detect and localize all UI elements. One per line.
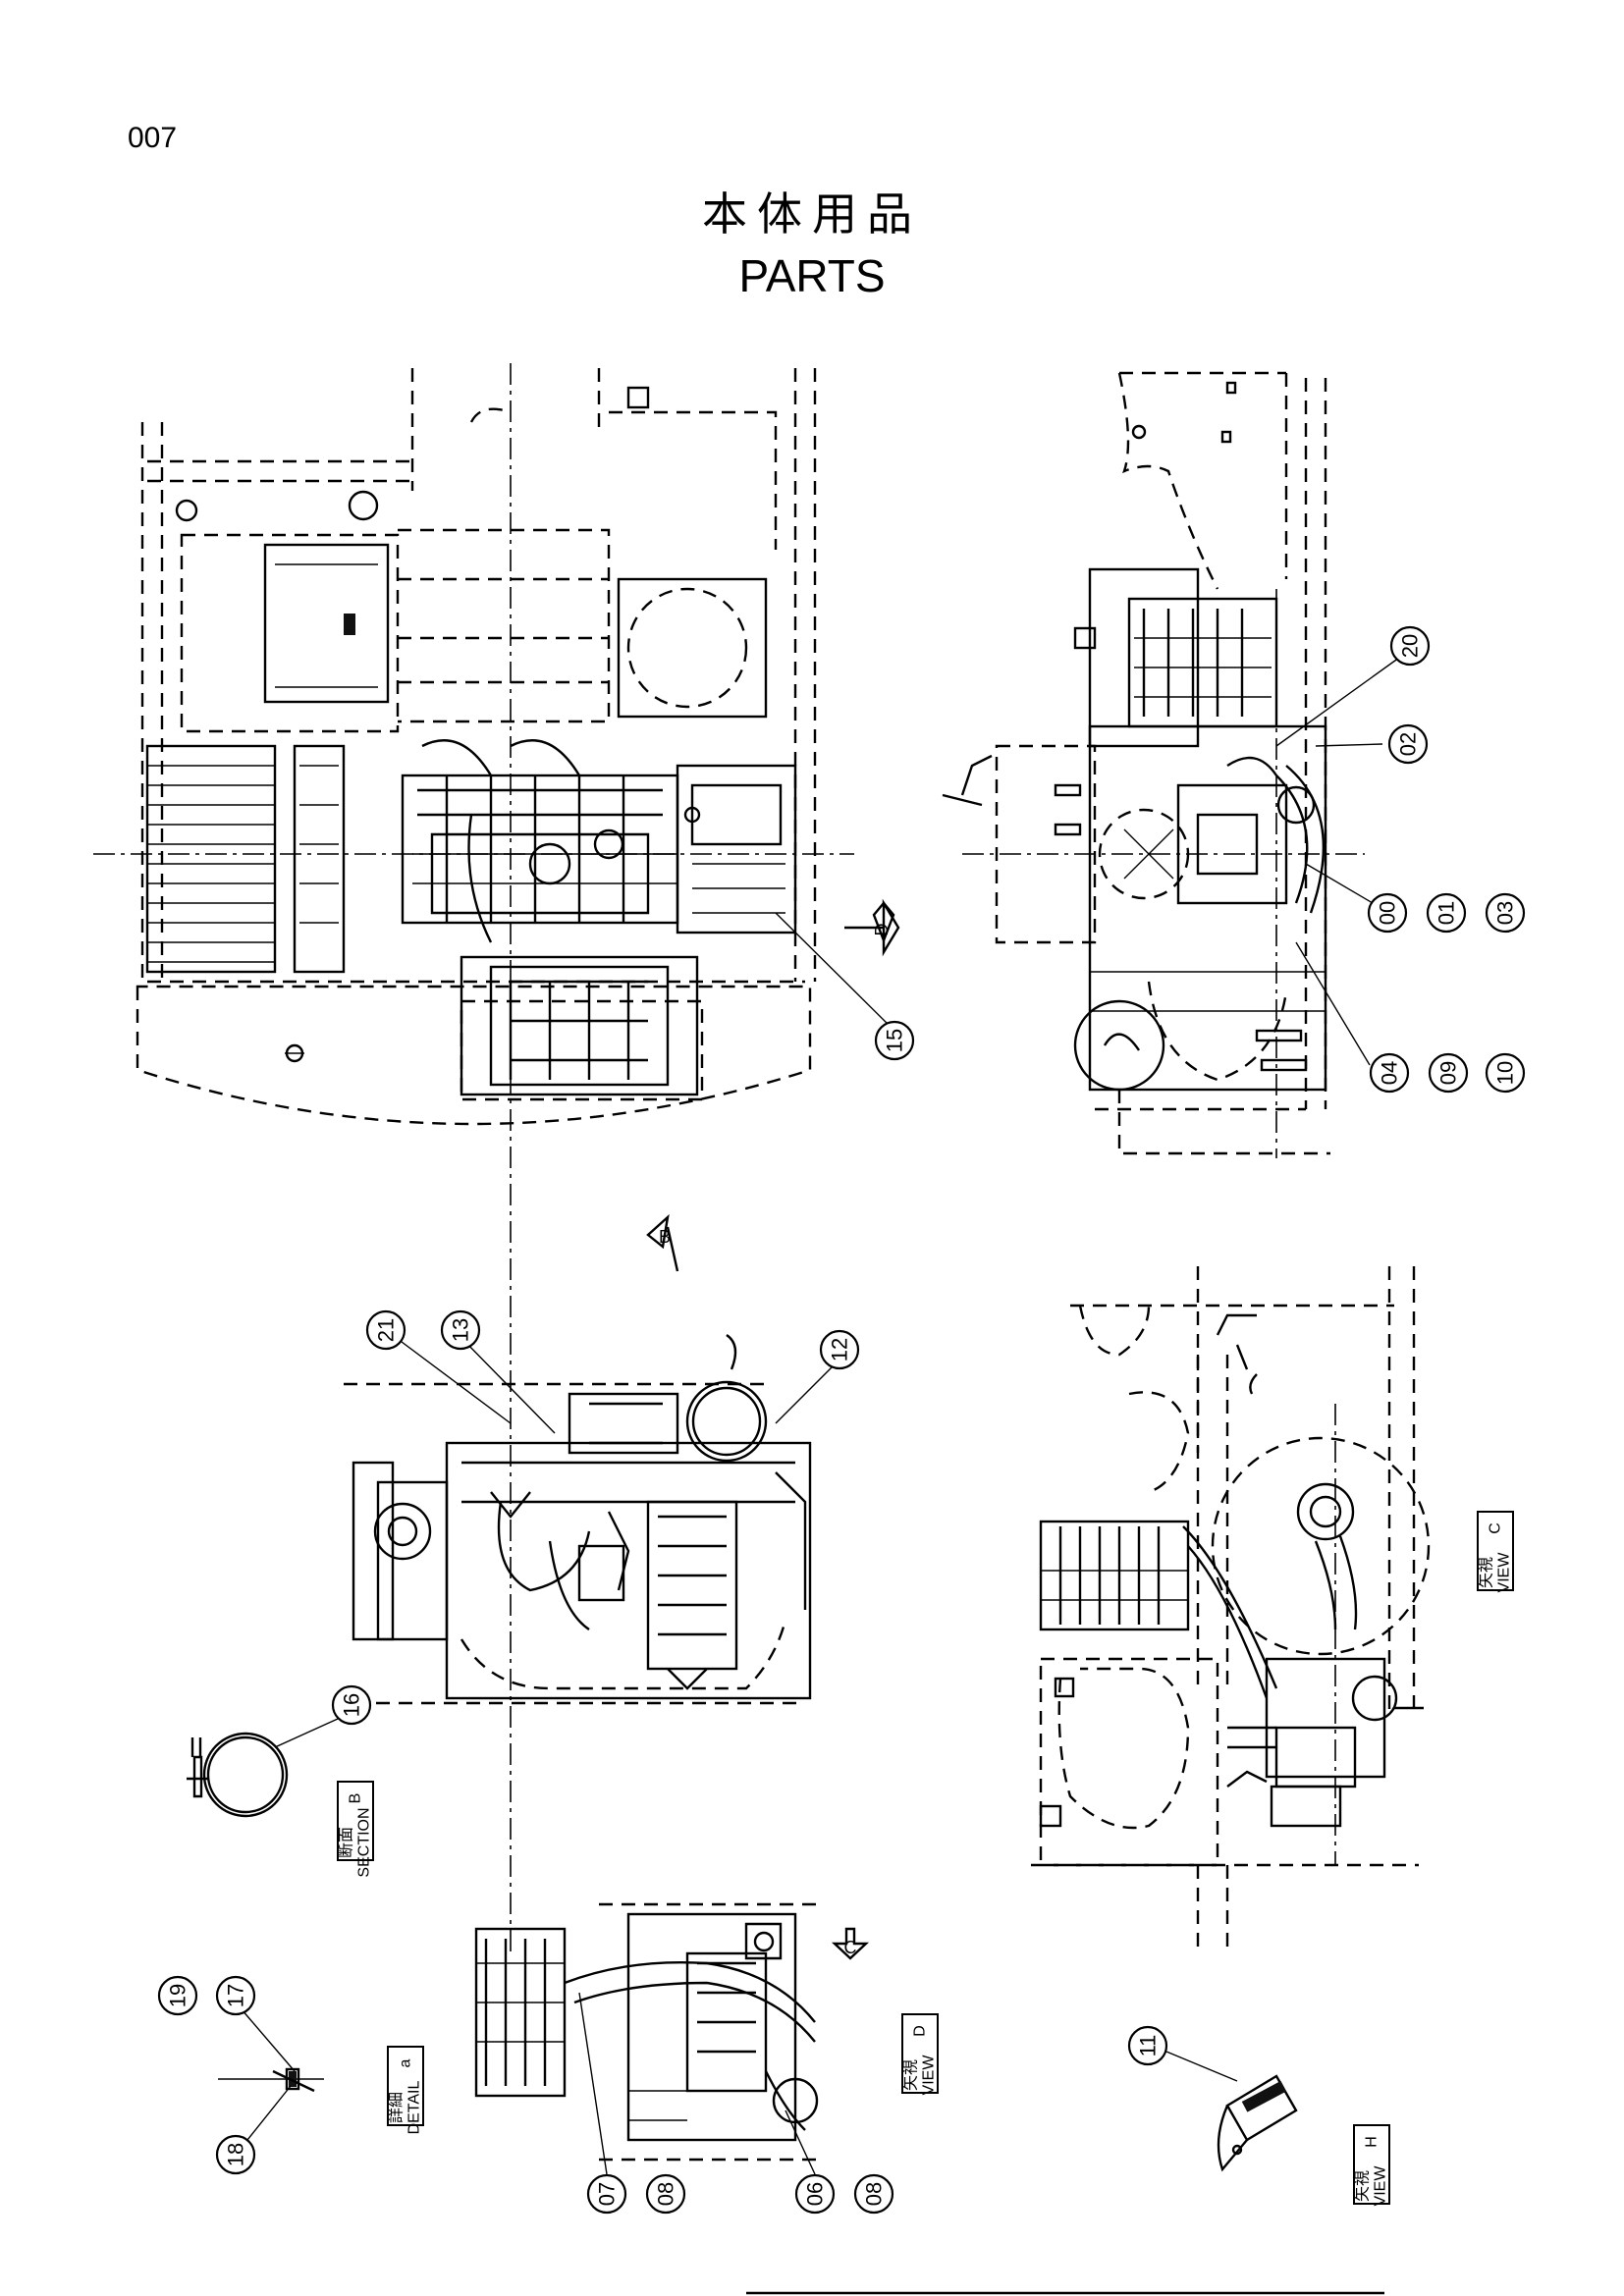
view-arrow-c: C [831,1927,870,1960]
svg-text:04: 04 [1378,1061,1402,1085]
side-view-drawing [942,371,1365,1158]
svg-text:02: 02 [1396,732,1421,756]
callout-00: 00 [1367,892,1408,934]
title-english: PARTS [738,250,886,301]
label-view-d: 矢視 VIEW D [901,2013,939,2096]
clamp-16-drawing [187,1732,289,1818]
svg-text:DETAIL: DETAIL [406,2080,423,2134]
title-block: 本体用品 PARTS [0,179,1624,302]
svg-text:06: 06 [803,2182,828,2206]
view-c-drawing [1031,1266,1431,1953]
svg-text:19: 19 [166,1984,190,2007]
svg-text:詳細: 詳細 [388,2092,406,2123]
svg-text:21: 21 [374,1318,399,1342]
svg-text:SECTION: SECTION [356,1807,373,1877]
svg-text:D: D [912,2025,929,2037]
detail-a-drawing [218,2067,324,2093]
svg-text:16: 16 [340,1693,364,1717]
view-h-drawing [1217,2074,1298,2172]
label-detail-a: 詳細 DETAIL a [387,2046,424,2134]
svg-text:VIEW: VIEW [921,2055,938,2096]
callout-21: 21 [365,1309,406,1351]
callout-02: 02 [1387,723,1429,765]
view-d-drawing [474,1902,825,2162]
svg-text:09: 09 [1436,1061,1461,1085]
svg-text:B: B [348,1793,364,1804]
svg-text:10: 10 [1493,1061,1518,1085]
page-number: 007 [128,122,178,154]
callout-18: 18 [215,2134,256,2175]
view-arrow-c-letter: C [844,1938,857,1957]
svg-text:15: 15 [883,1029,907,1052]
callout-20: 20 [1389,625,1431,667]
svg-text:11: 11 [1136,2035,1161,2057]
svg-text:12: 12 [828,1338,852,1362]
svg-text:C: C [1488,1522,1504,1534]
svg-text:00: 00 [1376,901,1400,925]
callout-16: 16 [331,1684,372,1726]
svg-text:01: 01 [1435,901,1459,925]
callout-04: 04 [1369,1052,1410,1094]
svg-text:矢視: 矢視 [1478,1557,1495,1588]
view-arrow-b-letter: B [659,1227,671,1247]
plan-view-drawing [93,363,854,1953]
view-arrow-d: D [844,898,900,957]
callout-07: 07 [586,2173,627,2215]
svg-text:矢視: 矢視 [902,2059,920,2091]
svg-text:18: 18 [224,2143,248,2166]
svg-text:07: 07 [595,2182,620,2206]
label-view-h: 矢視 VIEW H [1353,2124,1390,2207]
svg-text:03: 03 [1493,901,1518,925]
callout-15: 15 [874,1020,915,1061]
callout-03: 03 [1485,892,1526,934]
label-view-c: 矢視 VIEW C [1477,1511,1514,1593]
callout-08-right: 08 [853,2173,894,2215]
callout-01: 01 [1426,892,1467,934]
callout-11: 11 [1127,2025,1168,2066]
leader-lines [235,657,1400,2175]
svg-text:08: 08 [654,2182,678,2206]
svg-text:H: H [1364,2136,1380,2148]
view-arrow-b: B [646,1213,679,1272]
title-japanese: 本体用品 [702,187,922,240]
callout-19: 19 [157,1975,198,2016]
svg-text:13: 13 [449,1318,473,1342]
callout-06: 06 [794,2173,836,2215]
callout-12: 12 [819,1329,860,1370]
callout-10: 10 [1485,1052,1526,1094]
callout-13: 13 [440,1309,481,1351]
svg-text:a: a [398,2058,414,2067]
svg-text:20: 20 [1398,634,1423,658]
section-b-drawing [344,1334,812,1705]
svg-text:08: 08 [862,2182,887,2206]
view-arrow-d-letter: D [872,924,892,936]
svg-text:17: 17 [224,1984,248,2007]
callout-08-left: 08 [645,2173,686,2215]
svg-text:矢視: 矢視 [1354,2170,1372,2202]
label-section-b: 断面 SECTION B [337,1781,374,1878]
svg-text:断面: 断面 [338,1827,355,1858]
callout-09: 09 [1428,1052,1469,1094]
svg-text:VIEW: VIEW [1496,1552,1513,1593]
svg-text:VIEW: VIEW [1373,2165,1389,2207]
callout-17: 17 [215,1975,256,2016]
